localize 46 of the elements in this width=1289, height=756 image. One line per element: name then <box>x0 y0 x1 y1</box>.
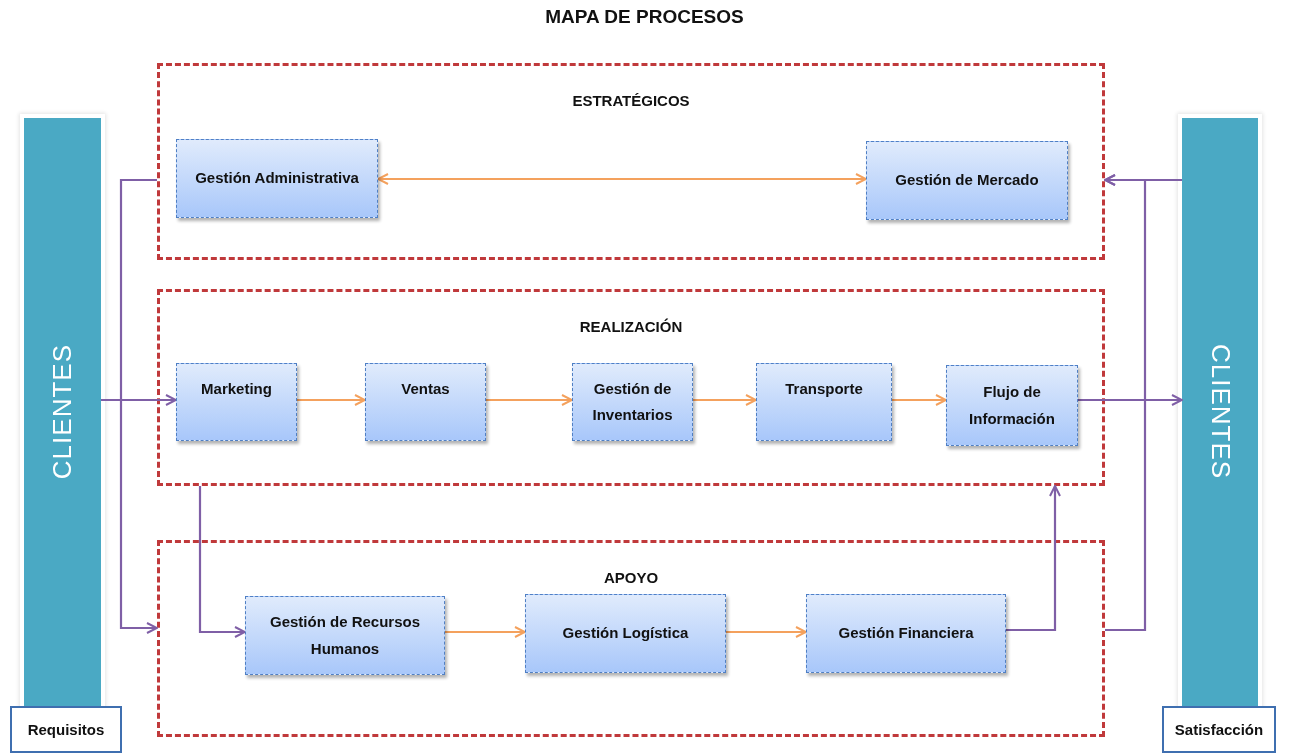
group-frame <box>157 63 1105 260</box>
arrow <box>119 178 158 634</box>
arrow <box>726 626 807 638</box>
arrow <box>445 626 526 638</box>
process-label: Gestión Administrativa <box>195 168 359 189</box>
process-box <box>176 363 297 441</box>
group-frame <box>157 540 1105 737</box>
client-label: CLIENTES <box>1204 344 1236 480</box>
process-label: Marketing <box>201 379 272 399</box>
process-label: Transporte <box>785 379 863 399</box>
arrow <box>101 394 177 406</box>
process-label: Gestión de Inventarios <box>591 378 674 425</box>
arrow <box>198 486 246 638</box>
arrow <box>486 394 573 406</box>
client-label: CLIENTES <box>47 344 78 480</box>
process-box <box>176 139 378 218</box>
process-box <box>572 363 693 441</box>
arrow <box>297 394 366 406</box>
arrow <box>1006 485 1061 632</box>
process-box <box>946 365 1078 446</box>
arrow <box>892 394 947 406</box>
process-box <box>245 596 445 675</box>
process-box <box>756 363 892 441</box>
arrow <box>1104 174 1182 186</box>
label-box <box>10 706 122 753</box>
arrow <box>377 173 867 185</box>
process-label: Gestión Logística <box>562 623 689 644</box>
process-label: Ventas <box>401 379 450 399</box>
process-label: Gestión de Recursos Humanos <box>268 612 421 659</box>
label-box <box>1162 706 1276 753</box>
process-label: Gestión Financiera <box>838 623 974 644</box>
group-frame <box>157 289 1105 486</box>
process-label: Gestión de Mercado <box>895 170 1039 191</box>
group-heading: REALIZACIÓN <box>578 318 684 335</box>
process-label: Flujo de Información <box>968 382 1056 429</box>
process-box <box>365 363 486 441</box>
arrow <box>1078 394 1183 406</box>
tag-label: Satisfacción <box>1174 721 1264 738</box>
arrow <box>693 394 757 406</box>
group-heading: APOYO <box>602 569 660 586</box>
process-box <box>806 594 1006 673</box>
group-heading: ESTRATÉGICOS <box>571 92 691 109</box>
process-box <box>525 594 726 673</box>
process-box <box>866 141 1068 220</box>
diagram-title: MAPA DE PROCESOS <box>544 6 745 28</box>
tag-label: Requisitos <box>27 721 105 738</box>
